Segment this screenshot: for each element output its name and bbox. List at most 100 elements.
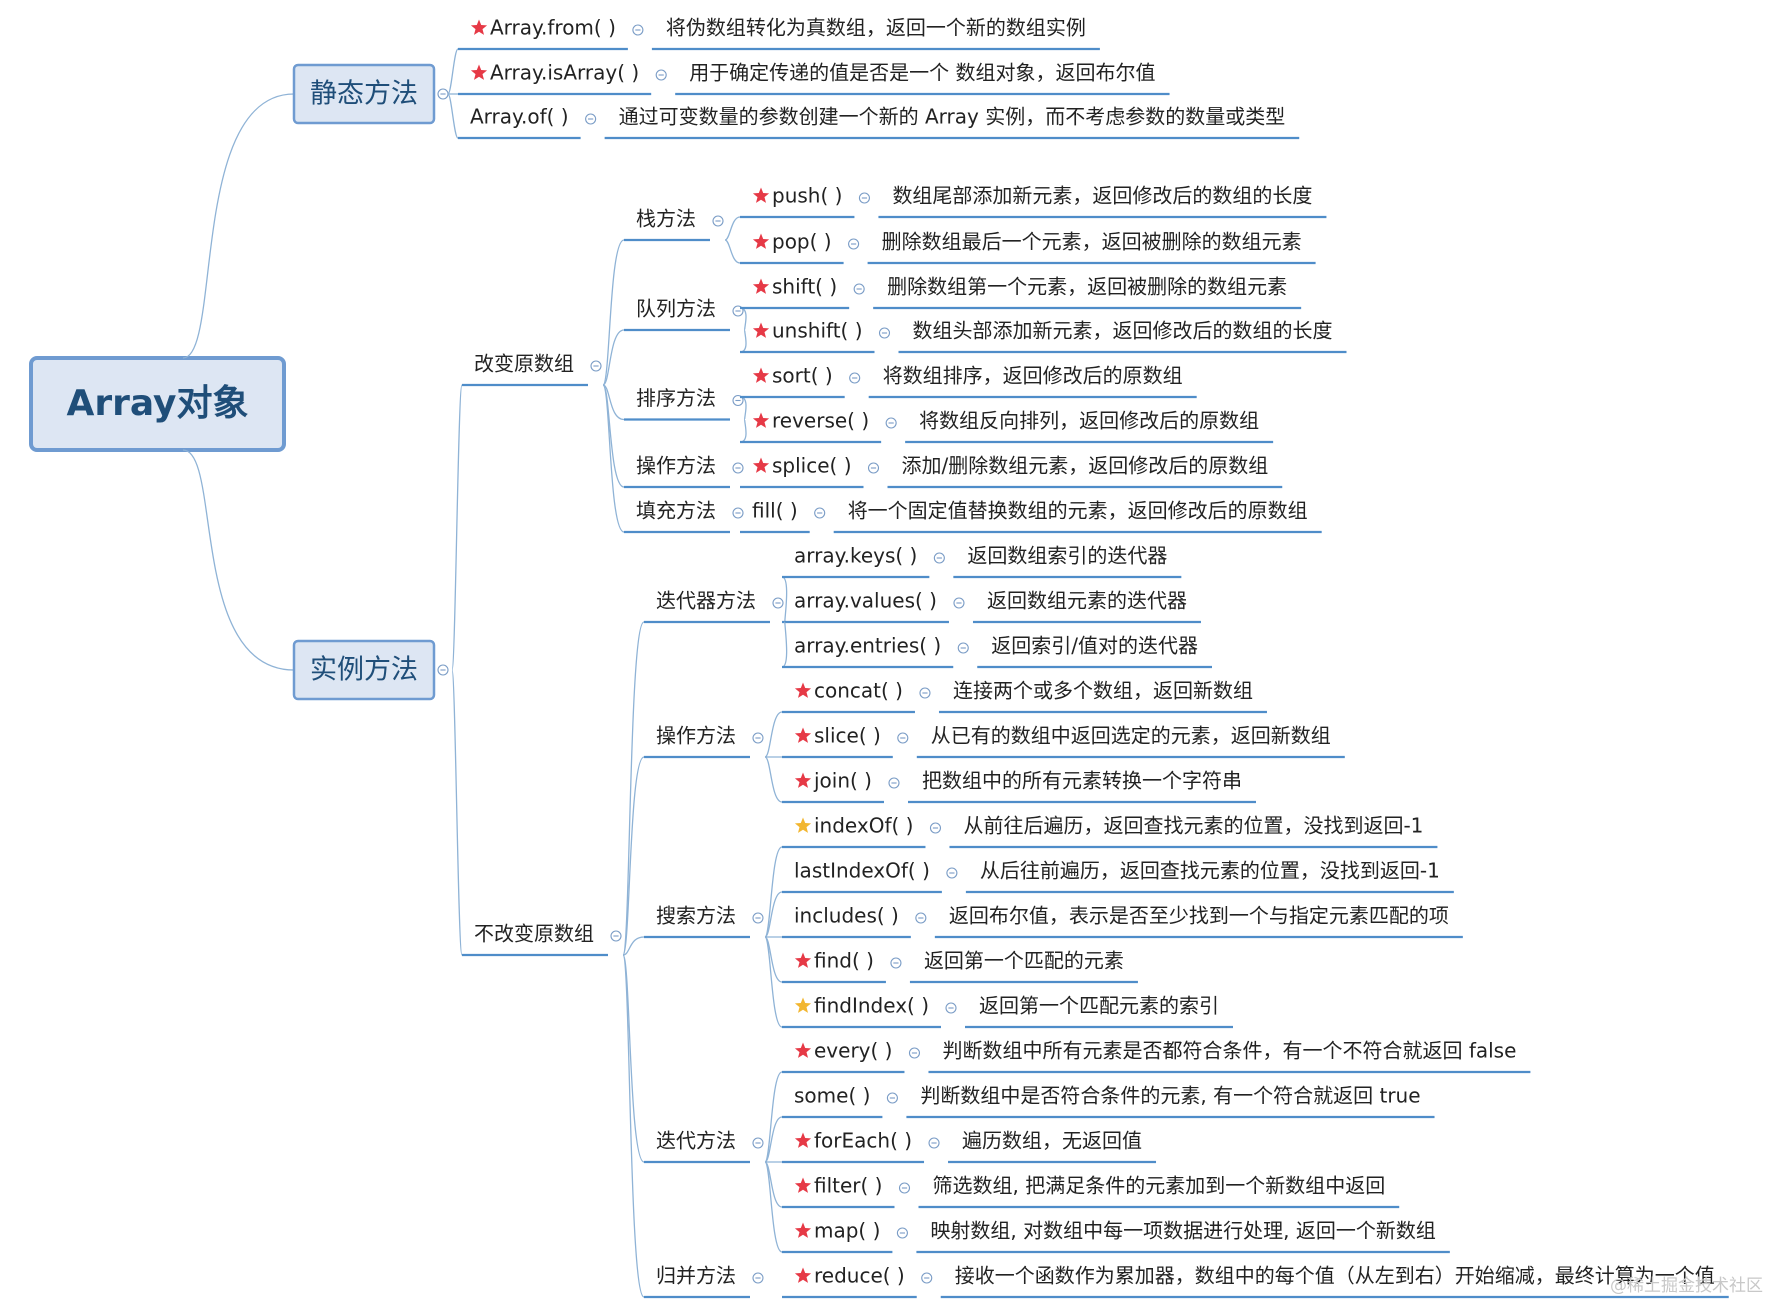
- red-star-icon: [752, 233, 770, 249]
- red-star-icon: [794, 1177, 812, 1193]
- watermark: @稀土掘金技术社区: [1610, 1276, 1763, 1296]
- method-description: 删除数组最后一个元素，返回被删除的数组元素: [882, 230, 1302, 254]
- branch-connector: [764, 756, 783, 803]
- method-some: some( ): [794, 1084, 870, 1108]
- category-label: 操作方法: [656, 724, 736, 748]
- group-node[interactable]: [292, 639, 436, 701]
- subgroup-mutating: 改变原数组: [474, 352, 574, 376]
- method-description: 删除数组第一个元素，返回被删除的数组元素: [887, 275, 1287, 299]
- red-star-icon: [794, 1042, 812, 1058]
- group-title: 静态方法: [310, 79, 418, 110]
- method-concat: concat( ): [814, 679, 903, 703]
- branch-connector: [447, 48, 459, 95]
- method-array-entries: array.entries( ): [794, 634, 941, 658]
- category-label: 归并方法: [656, 1264, 736, 1288]
- red-star-icon: [794, 727, 812, 743]
- branch-connector: [622, 954, 645, 1298]
- branch-connector: [764, 1116, 783, 1163]
- method-description: 返回数组元素的迭代器: [987, 589, 1187, 613]
- group-node[interactable]: [292, 63, 436, 125]
- method-pop: pop( ): [772, 230, 832, 254]
- method-array-isarray: Array.isArray( ): [490, 61, 639, 85]
- method-array-from: Array.from( ): [490, 16, 616, 40]
- method-map: map( ): [814, 1219, 880, 1243]
- red-star-icon: [794, 1267, 812, 1283]
- method-description: 数组头部添加新元素，返回修改后的数组的长度: [913, 319, 1333, 343]
- branch-connector: [447, 93, 459, 139]
- method-description: 将数组排序，返回修改后的原数组: [883, 364, 1183, 388]
- method-description: 返回布尔值，表示是否至少找到一个与指定元素匹配的项: [949, 904, 1449, 928]
- branch-connector: [602, 329, 625, 386]
- method-description: 返回索引/值对的迭代器: [991, 634, 1198, 658]
- method-slice: slice( ): [814, 724, 881, 748]
- root-node[interactable]: [29, 356, 286, 452]
- method-filter: filter( ): [814, 1174, 883, 1198]
- method-description: 遍历数组，无返回值: [962, 1129, 1142, 1153]
- gold-star-icon: [794, 997, 812, 1013]
- method-description: 从后往前遍历，返回查找元素的位置，没找到返回-1: [980, 859, 1440, 883]
- method-description: 添加/删除数组元素，返回修改后的原数组: [902, 454, 1269, 478]
- subgroup-non-mutating: 不改变原数组: [474, 922, 594, 946]
- method-description: 筛选数组, 把满足条件的元素加到一个新数组中返回: [933, 1174, 1386, 1198]
- branch-connector: [739, 329, 747, 353]
- branch-connector: [764, 1161, 783, 1253]
- branch-connector: [622, 936, 645, 956]
- method-description: 通过可变数量的参数创建一个新的 Array 实例，而不考虑参数的数量或类型: [619, 105, 1286, 129]
- method-findindex: findIndex( ): [814, 994, 929, 1018]
- method-description: 接收一个函数作为累加器，数组中的每个值（从左到右）开始缩减，最终计算为一个值: [955, 1264, 1715, 1288]
- category-label: 队列方法: [636, 297, 716, 321]
- method-reverse: reverse( ): [772, 409, 869, 433]
- red-star-icon: [752, 278, 770, 294]
- method-description: 连接两个或多个数组，返回新数组: [953, 679, 1253, 703]
- branch-connector: [622, 756, 645, 956]
- branch-connector: [764, 846, 783, 938]
- method-shift: shift( ): [772, 275, 837, 299]
- method-every: every( ): [814, 1039, 892, 1063]
- red-star-icon: [794, 682, 812, 698]
- root-title: Array对象: [66, 383, 248, 424]
- red-star-icon: [794, 1222, 812, 1238]
- method-description: 将伪数组转化为真数组，返回一个新的数组实例: [666, 16, 1086, 40]
- method-description: 用于确定传递的值是否是一个 数组对象，返回布尔值: [689, 61, 1155, 85]
- method-description: 返回第一个匹配元素的索引: [979, 994, 1219, 1018]
- method-description: 把数组中的所有元素转换一个字符串: [922, 769, 1242, 793]
- branch-connector: [451, 669, 463, 956]
- red-star-icon: [752, 187, 770, 203]
- root-connector: [182, 449, 295, 671]
- red-star-icon: [470, 19, 488, 35]
- red-star-icon: [752, 367, 770, 383]
- method-description: 返回数组索引的迭代器: [967, 544, 1167, 568]
- method-description: 判断数组中所有元素是否都符合条件，有一个不符合就返回 false: [942, 1039, 1516, 1063]
- method-description: 数组尾部添加新元素，返回修改后的数组的长度: [892, 184, 1312, 208]
- method-foreach: forEach( ): [814, 1129, 912, 1153]
- gold-star-icon: [794, 817, 812, 833]
- method-indexof: indexOf( ): [814, 814, 913, 838]
- method-array-values: array.values( ): [794, 589, 937, 613]
- red-star-icon: [752, 457, 770, 473]
- method-reduce: reduce( ): [814, 1264, 905, 1288]
- method-find: find( ): [814, 949, 874, 973]
- method-lastindexof: lastIndexOf( ): [794, 859, 930, 883]
- branch-connector: [622, 621, 645, 956]
- red-star-icon: [752, 322, 770, 338]
- method-description: 返回第一个匹配的元素: [924, 949, 1124, 973]
- red-star-icon: [470, 64, 488, 80]
- branch-connector: [764, 1071, 783, 1163]
- method-description: 映射数组, 对数组中每一项数据进行处理, 返回一个新数组: [930, 1219, 1435, 1243]
- method-fill: fill( ): [752, 499, 798, 523]
- red-star-icon: [794, 952, 812, 968]
- method-description: 从已有的数组中返回选定的元素，返回新数组: [931, 724, 1331, 748]
- method-join: join( ): [813, 769, 872, 793]
- root-connector: [182, 93, 295, 359]
- method-push: push( ): [772, 184, 842, 208]
- category-label: 排序方法: [636, 386, 716, 410]
- group-title: 实例方法: [310, 655, 418, 686]
- red-star-icon: [752, 412, 770, 428]
- method-description: 将一个固定值替换数组的元素，返回修改后的原数组: [848, 499, 1308, 523]
- method-array-of: Array.of( ): [470, 105, 569, 129]
- red-star-icon: [794, 1132, 812, 1148]
- method-includes: includes( ): [794, 904, 899, 928]
- method-array-keys: array.keys( ): [794, 544, 917, 568]
- branch-connector: [781, 621, 788, 668]
- method-sort: sort( ): [772, 364, 833, 388]
